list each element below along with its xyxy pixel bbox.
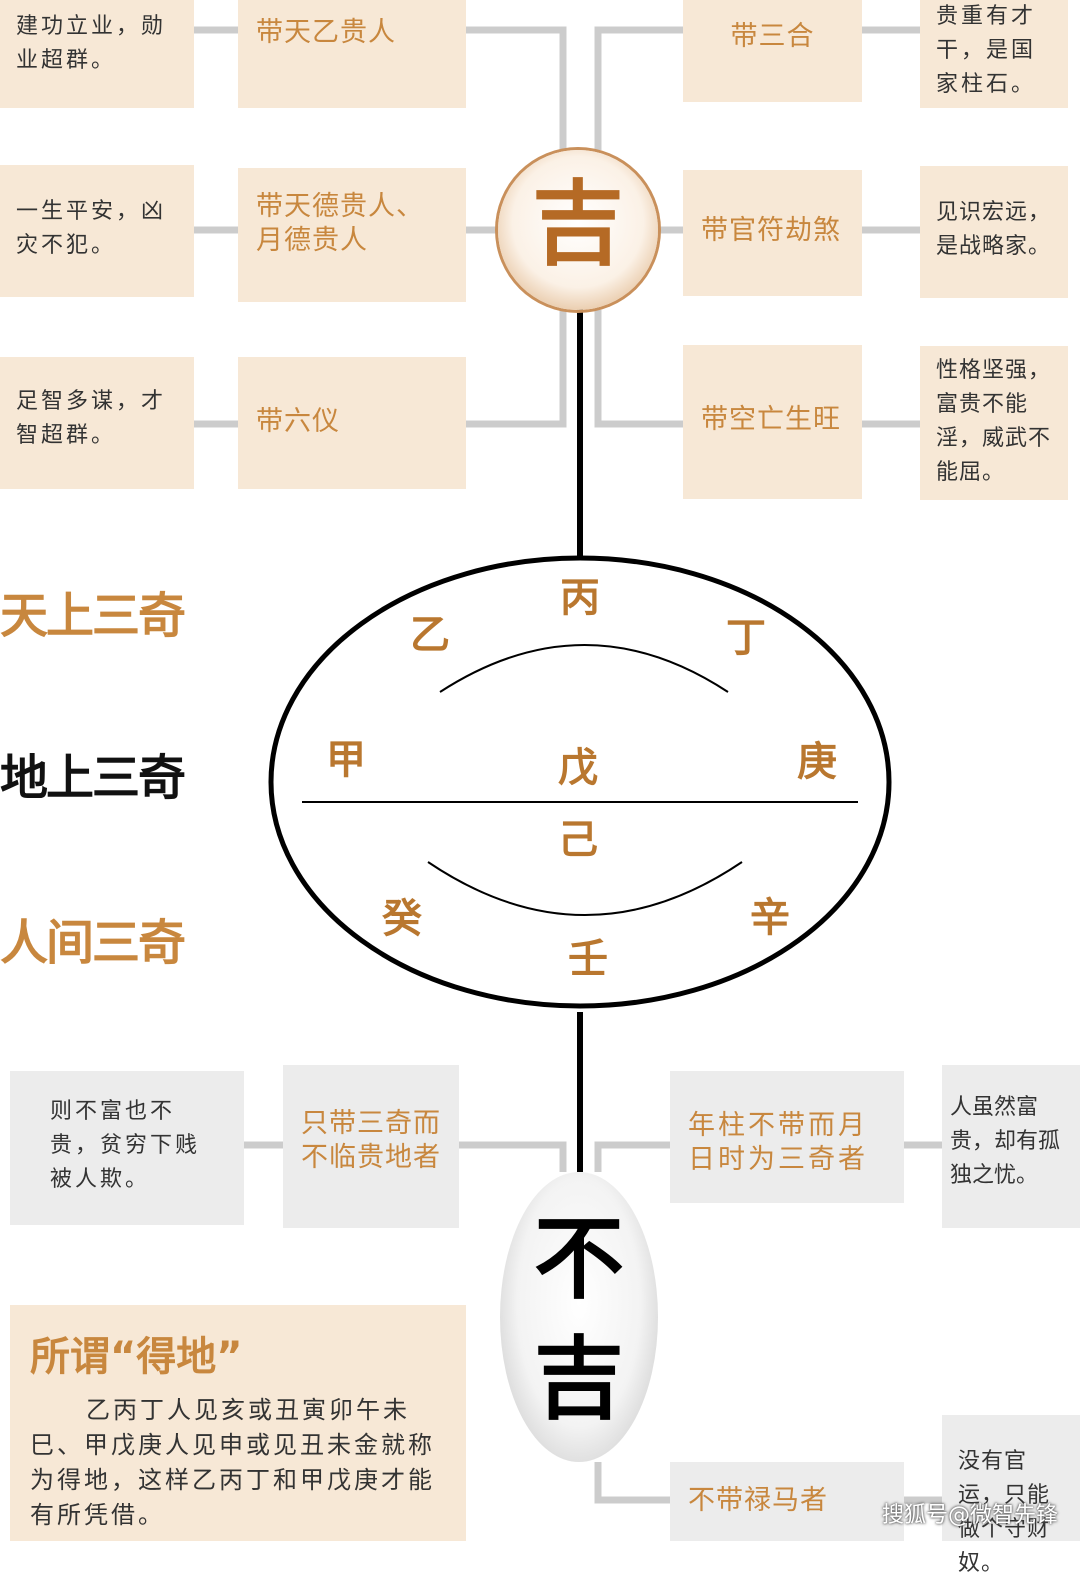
ji-right-label-2: 带官符劫煞 [683,170,862,296]
buji-right-label-2: 不带禄马者 [670,1462,904,1541]
buji-left-label-1: 只带三奇而不临贵地者 [283,1065,459,1228]
ji-circle [498,150,658,310]
deidi-body: 乙丙丁人见亥或丑寅卯午未巳、甲戊庚人见申或见丑未金就称为得地，这样乙丙丁和甲戊庚… [30,1396,435,1529]
stem-ding: 丁 [726,614,766,661]
ji-right-label-3: 带空亡生旺 [683,345,862,499]
ji-right-desc-2: 见识宏远，是战略家。 [920,166,1068,298]
connector-lines [194,26,942,1504]
ji-right-desc-3: 性格坚强，富贵不能淫，威武不能屈。 [920,346,1068,500]
watermark: 搜狐号@微智先锋 [881,1503,1058,1528]
tier-label-tianshang: 天上三奇 [0,588,186,644]
buji-left-desc-1: 则不富也不贵，贫穷下贱被人欺。 [10,1071,244,1225]
ji-left-desc-3: 足智多谋，才智超群。 [0,357,194,489]
stem-wu: 戊 [558,744,598,791]
stem-geng: 庚 [797,738,837,785]
buji-char-top: 不 [534,1207,624,1312]
buji-right-label-1: 年柱不带而月日时为三奇者 [670,1071,904,1203]
buji-oval [500,1172,658,1462]
tier-label-dishang: 地上三奇 [0,750,186,806]
deidi-title: 所谓“得地” [30,1334,243,1380]
ji-center-char: 吉 [531,171,624,278]
tier-label-renjian: 人间三奇 [0,915,186,971]
ji-left-desc-1: 建功立业，勋业超群。 [0,0,194,108]
stem-gui: 癸 [382,895,422,942]
ji-left-label-2: 带天德贵人、月德贵人 [238,168,466,302]
stem-ren: 壬 [568,935,608,982]
ji-left-desc-2: 一生平安，凶灾不犯。 [0,165,194,297]
stem-jia: 甲 [326,736,366,783]
ji-left-label-1: 带天乙贵人 [238,0,466,108]
stem-xin: 辛 [750,894,790,941]
stem-yi: 乙 [410,611,450,658]
deidi-box: 所谓“得地” 乙丙丁人见亥或丑寅卯午未巳、甲戊庚人见申或见丑未金就称为得地，这样… [10,1305,466,1541]
stem-bing: 丙 [560,574,600,621]
ji-left-label-3: 带六仪 [238,357,466,489]
ji-right-desc-1: 贵重有才干，是国家柱石。 [920,0,1068,108]
buji-right-desc-1: 人虽然富贵，却有孤独之忧。 [942,1065,1080,1228]
stem-ji: 己 [558,816,598,863]
ji-right-label-1: 带三合 [683,0,862,102]
buji-char-bottom: 吉 [534,1327,624,1432]
